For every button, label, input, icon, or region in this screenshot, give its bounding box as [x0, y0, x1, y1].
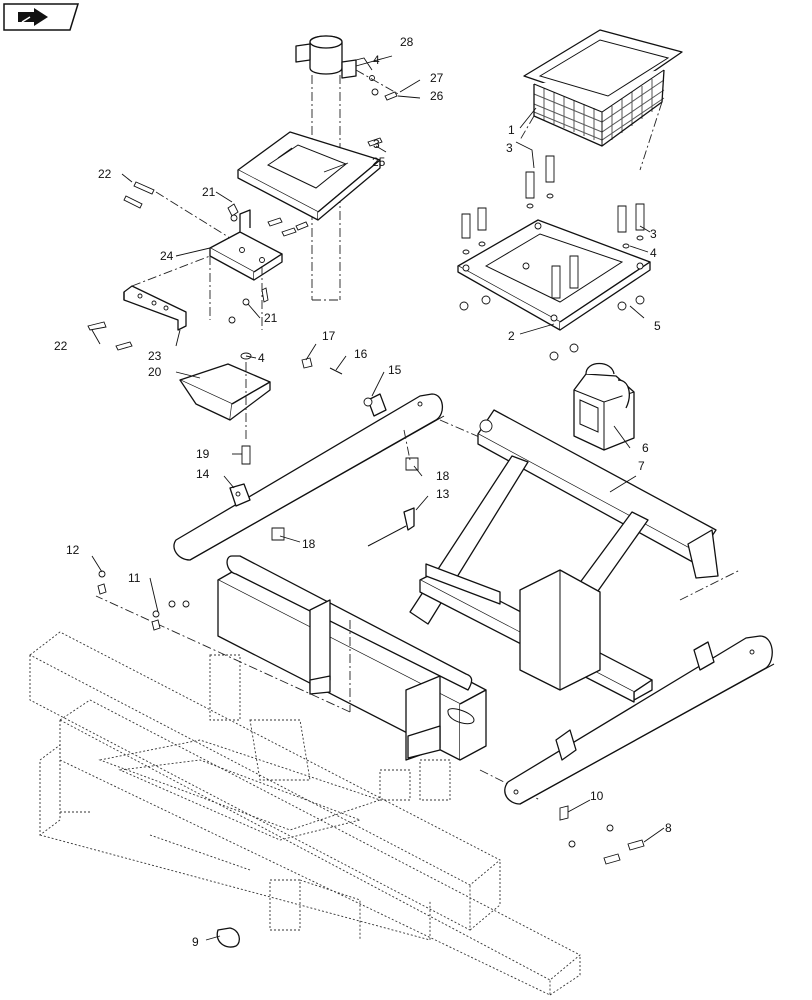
label-5: 5 — [654, 319, 661, 333]
part-24-bracket — [209, 209, 283, 330]
label-9: 9 — [192, 935, 199, 949]
part-25-plate — [237, 131, 383, 221]
label-17: 17 — [322, 329, 336, 343]
label-19: 19 — [196, 447, 210, 461]
label-25: 25 — [372, 155, 386, 169]
label-16: 16 — [354, 347, 368, 361]
hardware-21 — [227, 203, 309, 324]
label-3c: 3 — [650, 227, 657, 241]
part-9-clip — [216, 927, 241, 948]
nav-arrow-button[interactable] — [3, 3, 80, 31]
label-24: 24 — [160, 249, 174, 263]
label-6: 6 — [642, 441, 649, 455]
callout-labels: 1 2 3 3 3 4 4 4 5 6 7 8 9 10 11 12 13 14… — [54, 35, 672, 949]
leader-lines — [91, 55, 665, 941]
label-26: 26 — [430, 89, 444, 103]
label-21a: 21 — [202, 185, 216, 199]
tractor-frame-outline — [29, 631, 581, 996]
label-7: 7 — [638, 459, 645, 473]
hardware-26-27 — [355, 69, 401, 101]
label-14: 14 — [196, 467, 210, 481]
label-4c: 4 — [258, 351, 265, 365]
part-28-bracket — [295, 35, 357, 301]
label-4a: 4 — [373, 53, 380, 67]
hardware-22 — [87, 181, 231, 351]
part-13-pin — [367, 507, 415, 547]
hardware-8-10 — [559, 805, 645, 865]
label-1: 1 — [508, 123, 515, 137]
label-21b: 21 — [264, 311, 278, 325]
label-28: 28 — [400, 35, 414, 49]
label-22a: 22 — [98, 167, 112, 181]
part-6-container — [573, 362, 635, 451]
label-13: 13 — [436, 487, 450, 501]
part-14-arm — [173, 393, 445, 561]
hardware-3-4-5 — [459, 155, 645, 361]
part-23-bracket — [123, 255, 211, 331]
label-4b: 4 — [650, 246, 657, 260]
label-8: 8 — [665, 821, 672, 835]
arrow-right-icon — [18, 8, 48, 26]
label-11: 11 — [128, 571, 141, 585]
label-27: 27 — [430, 71, 444, 85]
label-10: 10 — [590, 789, 604, 803]
part-1-basket — [523, 29, 683, 147]
part-20-tray — [179, 352, 271, 465]
hardware-11-12 — [97, 570, 190, 631]
label-3a: 3 — [506, 141, 513, 155]
label-18a: 18 — [436, 469, 450, 483]
label-23: 23 — [148, 349, 162, 363]
label-3b: 3 — [373, 137, 380, 151]
label-22b: 22 — [54, 339, 68, 353]
label-12: 12 — [66, 543, 80, 557]
label-2: 2 — [508, 329, 515, 343]
label-20: 20 — [148, 365, 162, 379]
label-15: 15 — [388, 363, 402, 377]
lower-carriage — [217, 555, 601, 761]
part-10-arm — [504, 635, 775, 805]
label-18b: 18 — [302, 537, 316, 551]
